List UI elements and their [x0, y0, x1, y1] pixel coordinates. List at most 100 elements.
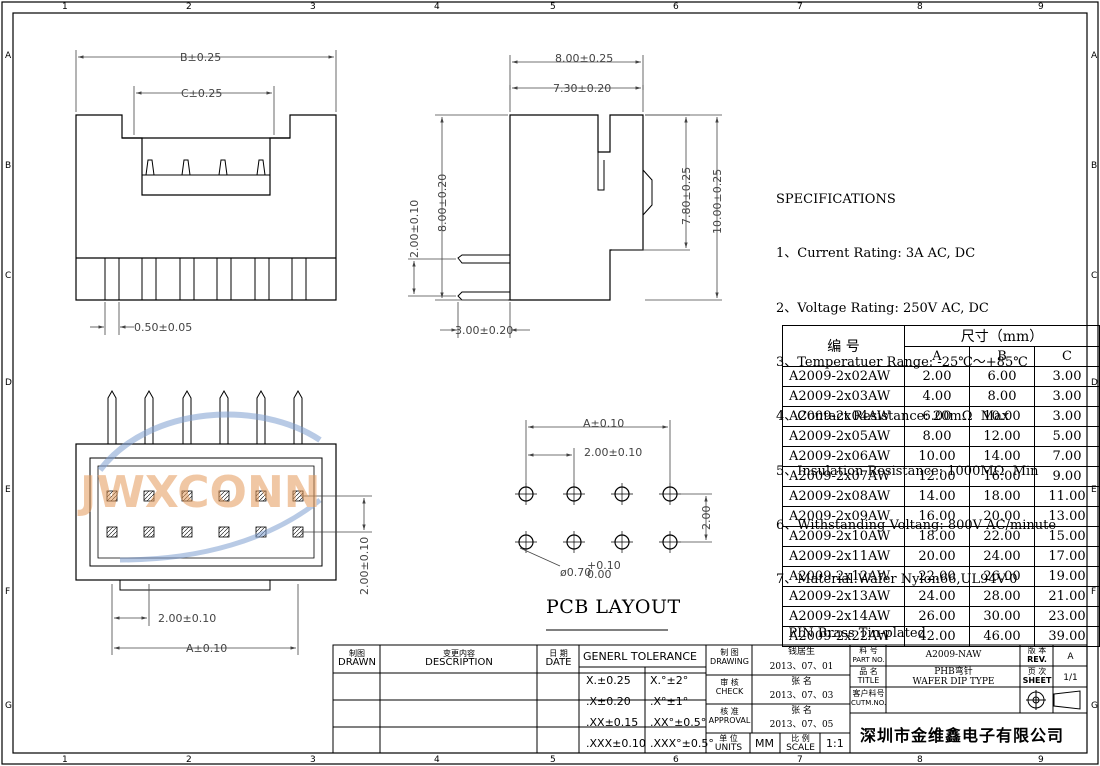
title-cn: 品 名 — [859, 667, 878, 676]
pin-section — [255, 490, 267, 502]
pin-section — [181, 490, 193, 502]
pcb-hole — [563, 483, 585, 505]
watermark-text: JWXCONN — [77, 467, 321, 518]
dim-a: 18.00 — [904, 526, 970, 547]
part-number: A2009-2x14AW — [782, 606, 905, 627]
col-a-header: A — [904, 346, 970, 367]
approval-date: 2013、07、05 — [769, 720, 834, 730]
custno-cn: 客户料号 — [852, 689, 885, 698]
pin-section — [143, 526, 155, 538]
drawn-en: DRAWN — [338, 657, 376, 668]
dim-front-c: C±0.25 — [181, 87, 222, 100]
bottom-dimensions — [111, 495, 372, 655]
zone-row-label: E — [5, 485, 11, 495]
dimension-header: 尺寸（mm） — [904, 325, 1100, 347]
dim-a: 22.00 — [904, 566, 970, 587]
zone-column-label: 3 — [310, 2, 316, 12]
dim-c: 5.00 — [1034, 426, 1100, 447]
front-view — [75, 114, 337, 301]
col-b-header: B — [969, 346, 1035, 367]
scale-en: SCALE — [786, 743, 815, 753]
pin-section — [143, 490, 155, 502]
dim-b: 10.00 — [969, 406, 1035, 427]
jwxconn-watermark: JWXCONN — [77, 411, 322, 563]
dim-b: 28.00 — [969, 586, 1035, 607]
dim-front-b: B±0.25 — [180, 51, 221, 64]
zone-column-label: 7 — [797, 755, 803, 765]
pcb-hole — [659, 483, 681, 505]
pin-section — [106, 526, 118, 538]
zone-column-label: 8 — [917, 2, 923, 12]
pcb-hole — [563, 531, 585, 553]
pcb-hole — [611, 531, 633, 553]
dim-a: 8.00 — [904, 426, 970, 447]
dim-c: 39.00 — [1034, 626, 1100, 647]
dim-b: 14.00 — [969, 446, 1035, 467]
dim-b: 20.00 — [969, 506, 1035, 527]
zone-row-label: C — [1091, 271, 1097, 281]
check-date: 2013、07、03 — [769, 691, 834, 701]
part-number: A2009-2x09AW — [782, 506, 905, 527]
dim-a: 42.00 — [904, 626, 970, 647]
pcb-hole — [515, 483, 537, 505]
pcb-layout-title: PCB LAYOUT — [546, 596, 681, 618]
dim-b: 24.00 — [969, 546, 1035, 567]
tol-angular-2: .X°±1° — [650, 695, 689, 708]
bottom-view — [75, 389, 337, 591]
tol-angular-3: .XX°±0.5° — [650, 716, 707, 729]
zone-column-label: 7 — [797, 2, 803, 12]
units-value: MM — [755, 737, 774, 750]
drawing-cn: 制 图 — [720, 648, 739, 657]
pcb-hole-grid — [515, 483, 681, 553]
zone-column-label: 2 — [186, 755, 192, 765]
dim-pcb-pitch: 2.00±0.10 — [584, 446, 642, 459]
approval-en: APPROVAL — [708, 716, 751, 725]
dim-a: 4.00 — [904, 386, 970, 407]
spec-line: 2、Voltage Rating: 250V AC, DC — [776, 300, 989, 316]
partno-value: A2009-NAW — [925, 650, 982, 660]
zone-column-label: 4 — [434, 755, 440, 765]
front-dimensions — [75, 50, 337, 335]
approval-name: 张 名 — [791, 706, 812, 716]
scale-cn: 比 例 — [791, 734, 810, 743]
dim-a: 24.00 — [904, 586, 970, 607]
tol-angular-4: .XXX°±0.5° — [650, 737, 714, 750]
units-cn: 单 位 — [719, 734, 738, 743]
dim-a: 20.00 — [904, 546, 970, 567]
company-name: 深圳市金维鑫电子有限公司 — [860, 726, 1065, 745]
zone-column-label: 9 — [1038, 755, 1044, 765]
dim-c: 3.00 — [1034, 386, 1100, 407]
dim-a: 26.00 — [904, 606, 970, 627]
dim-side-pin: 3.00±0.20 — [455, 324, 513, 337]
check-en: CHECK — [715, 687, 744, 696]
sheet-en: SHEET — [1022, 676, 1052, 685]
dim-bottom-pitch: 2.00±0.10 — [158, 612, 216, 625]
part-number: A2009-2x08AW — [782, 486, 905, 507]
dim-b: 30.00 — [969, 606, 1035, 627]
dim-pin-width: 0.50±0.05 — [134, 321, 192, 334]
dim-side-h2: 2.00±0.10 — [408, 200, 421, 258]
tol-linear-1: X.±0.25 — [586, 674, 631, 687]
zone-row-label: A — [1091, 51, 1098, 61]
part-number: A2009-2x06AW — [782, 446, 905, 467]
zone-row-label: C — [5, 271, 11, 281]
part-number-header: 编 号 — [782, 325, 905, 367]
dim-pcb-a: A±0.10 — [583, 417, 624, 430]
units-en: UNITS — [714, 743, 743, 753]
dim-a: 12.00 — [904, 466, 970, 487]
tol-angular-1: X.°±2° — [650, 674, 689, 687]
specifications-heading: SPECIFICATIONS — [776, 192, 896, 208]
dim-c: 19.00 — [1034, 566, 1100, 587]
zone-row-label: G — [1091, 701, 1098, 711]
